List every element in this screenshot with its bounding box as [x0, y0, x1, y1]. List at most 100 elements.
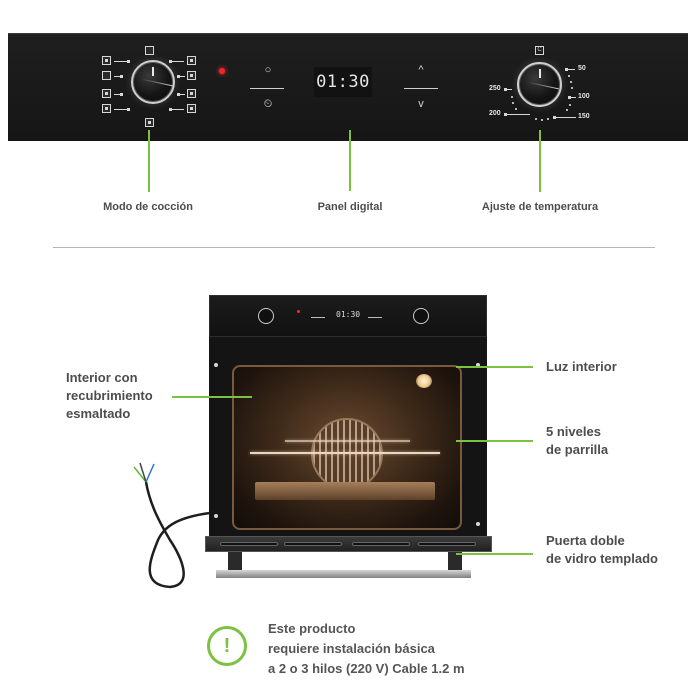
grill-icon	[102, 89, 111, 98]
baking-tray	[255, 482, 435, 500]
knob-glare	[141, 78, 173, 87]
knob-glare	[527, 81, 559, 89]
caption-line: esmaltado	[66, 406, 131, 421]
mini-led	[297, 310, 300, 313]
leader-line	[565, 68, 575, 71]
scale-dot	[569, 104, 571, 106]
scale-dot	[512, 102, 514, 104]
scale-dot	[571, 87, 573, 89]
mounting-screw	[214, 514, 218, 518]
scale-dot	[515, 108, 517, 110]
top-heat-icon	[187, 89, 196, 98]
section-divider	[53, 247, 655, 248]
knob-indicator	[152, 67, 154, 76]
caption-double-glass-door: Puerta doble de vidro templado	[546, 532, 658, 568]
caption-line: recubrimiento	[66, 388, 153, 403]
leader-line	[177, 93, 185, 96]
temperature-knob[interactable]	[517, 62, 562, 107]
callout-line-door	[456, 553, 533, 555]
mini-mode-knob	[258, 308, 274, 324]
touch-divider	[250, 88, 284, 89]
door-vent	[284, 542, 342, 546]
scale-dot	[566, 109, 568, 111]
caption-line: Puerta doble	[546, 533, 625, 548]
caption-interior-light: Luz interior	[546, 359, 617, 374]
caption-interior-coating: Interior con recubrimiento esmaltado	[66, 369, 153, 423]
mini-display: 01:30	[336, 310, 361, 319]
leader-line	[169, 60, 184, 63]
defrost-icon	[187, 71, 196, 80]
interior-lamp	[416, 374, 432, 388]
leader-line	[169, 108, 184, 111]
scale-dot	[570, 81, 572, 83]
temp-label-250: 250	[489, 85, 501, 92]
callout-line-digital-panel	[349, 130, 351, 191]
notice-line: requiere instalación básica	[268, 641, 435, 656]
leader-line	[114, 108, 130, 111]
temp-label-200: 200	[489, 110, 501, 117]
warning-icon: !	[207, 626, 247, 666]
callout-line-racks	[456, 440, 533, 442]
caption-line: Interior con	[66, 370, 138, 385]
thermostat-icon: C	[535, 46, 544, 55]
knob-indicator	[538, 69, 541, 78]
callout-line-light	[456, 366, 533, 368]
mini-touch-line	[311, 317, 325, 318]
handle-post	[448, 552, 462, 572]
leader-line	[177, 75, 185, 78]
leader-line	[504, 88, 512, 91]
touch-divider	[404, 88, 438, 89]
temp-label-50: 50	[578, 65, 586, 72]
mounting-screw	[476, 363, 480, 367]
installation-notice: Este producto requiere instalación básic…	[268, 619, 465, 679]
leader-line	[114, 93, 123, 96]
cooking-mode-knob[interactable]	[131, 60, 175, 104]
scale-dot	[547, 118, 549, 120]
pizza-icon	[187, 104, 196, 113]
conventional-icon	[102, 56, 111, 65]
wire-rack-rail	[285, 440, 410, 442]
scale-dot	[535, 118, 537, 120]
temp-label-100: 100	[578, 93, 590, 100]
notice-line: Este producto	[268, 621, 356, 636]
caption-line: 5 niveles	[546, 424, 601, 439]
mounting-screw	[214, 363, 218, 367]
caption-digital-panel: Panel digital	[317, 201, 383, 213]
caption-cooking-mode: Modo de cocción	[103, 201, 193, 213]
callout-line-temperature	[539, 130, 541, 192]
digital-time-display: 01:30	[314, 67, 372, 97]
handle-post	[228, 552, 242, 572]
oven-control-panel: 01:30	[209, 295, 487, 337]
start-touch-button[interactable]: ○	[264, 64, 272, 76]
grill-fan-icon	[102, 104, 111, 113]
leader-line	[114, 60, 130, 63]
leader-line	[114, 75, 123, 78]
caption-line: de parrilla	[546, 442, 609, 457]
door-vent	[418, 542, 476, 546]
leader-line	[504, 113, 530, 116]
oven-door-edge	[205, 536, 492, 552]
temp-label-150: 150	[578, 113, 590, 120]
timer-touch-button[interactable]: ⏲	[263, 98, 273, 110]
decrease-touch-button[interactable]: v	[418, 98, 424, 110]
power-cable	[133, 462, 211, 589]
scale-dot	[541, 119, 543, 121]
mounting-screw	[476, 522, 480, 526]
door-vent	[352, 542, 410, 546]
increase-touch-button[interactable]: ^	[418, 64, 424, 76]
eco-mode-icon	[145, 118, 154, 127]
door-vent	[220, 542, 278, 546]
power-indicator-light	[219, 68, 225, 74]
mode-off-icon	[145, 46, 154, 55]
scale-dot	[511, 96, 513, 98]
leader-line	[553, 116, 576, 119]
notice-line: a 2 o 3 hilos (220 V) Cable 1.2 m	[268, 661, 465, 676]
leader-line	[568, 96, 576, 99]
fan-icon	[187, 56, 196, 65]
oven-door-handle	[216, 570, 471, 578]
callout-line-interior	[172, 396, 252, 398]
control-panel-closeup: ○ ⏲ 01:30 ^ v C 50 100 150 200 250	[8, 33, 688, 141]
mini-touch-line	[368, 317, 382, 318]
caption-line: de vidro templado	[546, 551, 658, 566]
convection-fan	[311, 418, 383, 490]
